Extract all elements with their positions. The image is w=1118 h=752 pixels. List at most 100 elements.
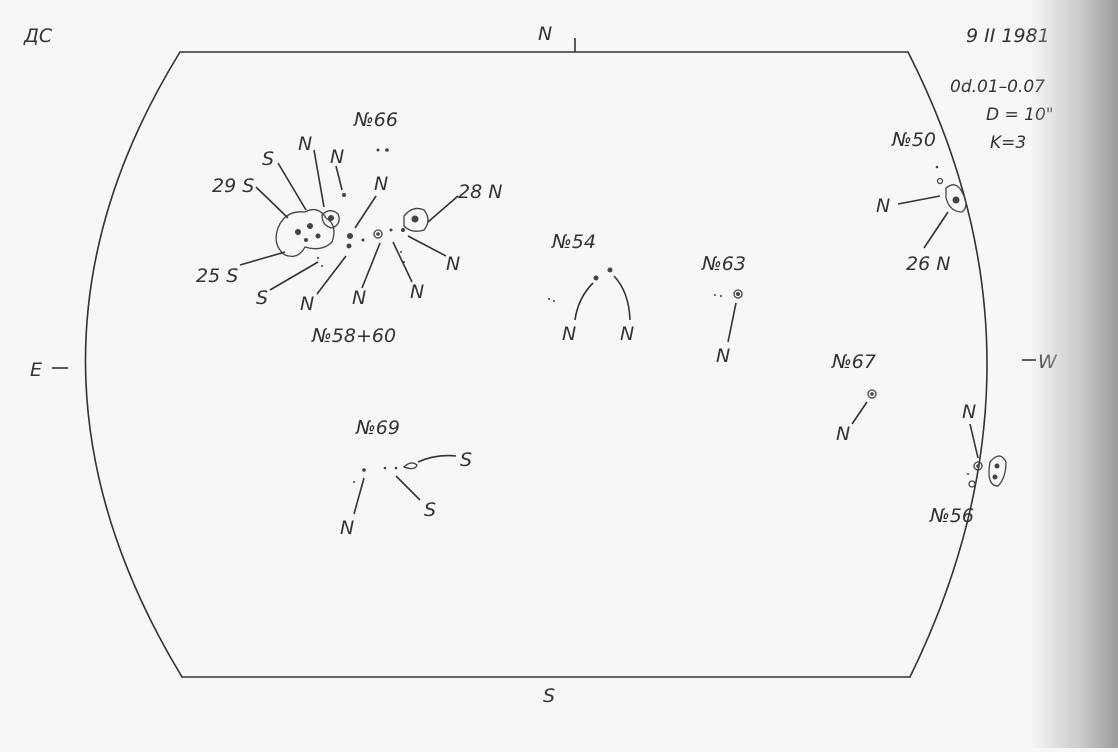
group-58-dot bbox=[400, 251, 402, 253]
group-66-label: №66 bbox=[353, 109, 398, 131]
pol-25s: 25 S bbox=[196, 265, 238, 287]
leader-n-f bbox=[392, 241, 413, 283]
group-67-umbra bbox=[870, 392, 874, 396]
pol-s-upper: S bbox=[262, 148, 274, 170]
group-66-spot bbox=[376, 148, 380, 152]
group-58-umbra bbox=[328, 215, 334, 221]
pol-n-e: N bbox=[352, 287, 366, 309]
pol-69-n: N bbox=[340, 517, 354, 539]
group-58-60-label: №58+60 bbox=[311, 325, 396, 347]
pol-n-a: N bbox=[298, 133, 312, 155]
pol-69-s-upper: S bbox=[460, 449, 472, 471]
group-66-spot bbox=[385, 148, 389, 152]
observation-time: 0d.01–0.07 bbox=[950, 77, 1045, 97]
group-54-spot bbox=[593, 275, 599, 281]
pol-67: N bbox=[836, 423, 850, 445]
group-63-penumbra bbox=[733, 289, 743, 299]
group-69-dot bbox=[394, 466, 398, 470]
compass-south: S bbox=[543, 685, 555, 707]
group-50-penumbra bbox=[945, 184, 967, 213]
leader-69-n bbox=[353, 477, 365, 515]
group-54-label: №54 bbox=[551, 231, 596, 253]
group-60-spot bbox=[401, 228, 405, 232]
leader-67 bbox=[851, 401, 868, 425]
leader-69-s-upper bbox=[417, 454, 457, 463]
group-69-label: №69 bbox=[355, 417, 400, 439]
group-50-spot-ring bbox=[936, 177, 944, 185]
group-58-spot bbox=[376, 232, 380, 236]
group-58-spot-ring bbox=[373, 229, 383, 239]
group-50-label: №50 bbox=[891, 129, 936, 151]
group-54-spot bbox=[607, 267, 613, 273]
group-56-spot bbox=[976, 464, 980, 468]
group-69-dot bbox=[383, 466, 387, 470]
group-58-dot bbox=[317, 257, 319, 259]
group-58-penumbra-mid bbox=[321, 210, 340, 229]
group-56-spot-ring bbox=[968, 480, 976, 488]
group-50-dot bbox=[935, 165, 939, 169]
leader-n-e bbox=[361, 242, 381, 289]
pol-n-right: N bbox=[446, 253, 460, 275]
compass-north: N bbox=[538, 23, 552, 45]
leader-s-upper bbox=[277, 162, 307, 211]
pol-n-b: N bbox=[330, 146, 344, 168]
leader-50-n bbox=[897, 195, 941, 205]
page-edge-shadow bbox=[1030, 0, 1118, 748]
leader-54-left bbox=[574, 282, 594, 321]
observation-date: 9 II 1981 bbox=[966, 25, 1050, 47]
pol-54-left: N bbox=[562, 323, 576, 345]
compass-east: E bbox=[30, 359, 42, 381]
pol-n-d: N bbox=[300, 293, 314, 315]
group-63-umbra bbox=[736, 292, 740, 296]
leader-n-b bbox=[335, 165, 343, 191]
leader-25s bbox=[239, 251, 286, 266]
leader-69-s-lower bbox=[395, 475, 421, 501]
k-value: K=3 bbox=[990, 133, 1026, 153]
leader-s-lower bbox=[269, 261, 319, 291]
pol-28n: 28 N bbox=[458, 181, 502, 203]
group-56-dot bbox=[967, 473, 969, 475]
group-56-umbra bbox=[994, 463, 1000, 469]
group-58-spot bbox=[389, 228, 393, 232]
group-54-dot bbox=[548, 298, 550, 300]
leader-n-d bbox=[316, 255, 347, 295]
group-58-penumbra-left bbox=[275, 208, 335, 258]
pol-69-s-lower: S bbox=[424, 499, 436, 521]
group-56-label: №56 bbox=[929, 505, 974, 527]
group-50-umbra bbox=[952, 196, 960, 204]
group-63-dot bbox=[714, 294, 716, 296]
group-56-umbra bbox=[992, 474, 998, 480]
pol-54-right: N bbox=[620, 323, 634, 345]
leader-n-a bbox=[313, 149, 325, 208]
group-58-umbra bbox=[304, 238, 308, 242]
pol-63: N bbox=[716, 345, 730, 367]
leader-n-c bbox=[354, 195, 377, 229]
group-69-penumbra bbox=[402, 462, 418, 470]
group-60-umbra bbox=[411, 215, 419, 223]
group-63-label: №63 bbox=[701, 253, 746, 275]
pol-50-n: N bbox=[876, 195, 890, 217]
leader-n-right bbox=[407, 235, 447, 257]
group-69-dot bbox=[353, 481, 355, 483]
group-58-spot bbox=[347, 233, 353, 239]
leader-28n bbox=[427, 195, 459, 223]
pol-29s: 29 S bbox=[212, 175, 254, 197]
group-58-umbra bbox=[295, 229, 301, 235]
group-58-umbra bbox=[315, 233, 321, 239]
pol-50-26n: 26 N bbox=[906, 253, 950, 275]
group-69-spot bbox=[362, 468, 366, 472]
group-58-spot bbox=[346, 243, 352, 249]
pol-n-c: N bbox=[374, 173, 388, 195]
pol-n-f: N bbox=[410, 281, 424, 303]
leader-63 bbox=[727, 302, 737, 343]
group-67-label: №67 bbox=[831, 351, 876, 373]
observer-initials: ДС bbox=[23, 25, 53, 47]
group-56-spot-ring bbox=[973, 461, 983, 471]
group-58-umbra bbox=[307, 223, 313, 229]
group-58-spot bbox=[361, 238, 365, 242]
group-56-penumbra bbox=[988, 455, 1007, 487]
group-58-spot bbox=[342, 193, 346, 197]
leader-54-right bbox=[613, 275, 631, 321]
group-63-dot bbox=[720, 295, 722, 297]
